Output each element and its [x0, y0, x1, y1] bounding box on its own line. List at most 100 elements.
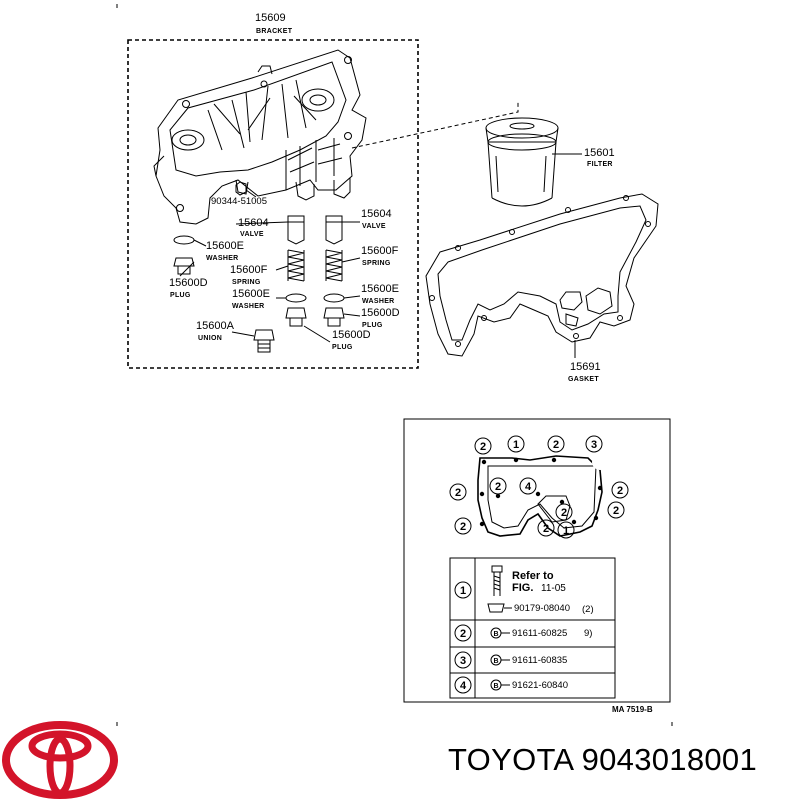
nut-icon [487, 603, 512, 613]
washer-top-number: 15600E [206, 240, 244, 252]
fig-text: FIG. [512, 582, 533, 594]
legend-row-3: 3 B 91611-60835 [454, 651, 567, 669]
callout-circle: 2 [611, 481, 629, 499]
legend-row-2: 2 B 91611-60825 9) [454, 624, 592, 642]
spring-right-number: 15600F [361, 245, 399, 257]
callout-circle: 2 [547, 435, 565, 453]
brand-part-number: TOYOTA 9043018001 [448, 742, 757, 777]
callout-circle: 2 [449, 483, 467, 501]
callout-circle: 2 [474, 437, 492, 455]
legend-row-1: 1 Refer to FIG. 11-05 90179-08040 (2) [454, 565, 594, 615]
bracket-drawing [153, 49, 367, 225]
svg-text:2: 2 [495, 481, 501, 493]
spring-right-drawing [325, 249, 343, 282]
callout-circle: 2 [489, 477, 507, 495]
svg-text:2: 2 [460, 628, 466, 640]
svg-text:4: 4 [525, 481, 532, 493]
corner-marks [116, 4, 673, 726]
spring-left-drawing [287, 249, 305, 282]
bolt-drawing [235, 181, 257, 198]
plug-right-drawing [323, 307, 345, 327]
part-number-3: 91611-60835 [512, 655, 567, 666]
legend-box [403, 418, 671, 703]
plug-center-drawing [285, 307, 307, 327]
washer-left-label: WASHER [232, 303, 265, 310]
bolt-icon [491, 565, 503, 596]
svg-text:2: 2 [617, 485, 623, 497]
plug-right-number: 15600D [361, 307, 400, 319]
plug-left-number: 15600D [169, 277, 208, 289]
spring-right-label: SPRING [362, 260, 391, 267]
svg-text:B: B [493, 683, 498, 690]
valve-right-number: 15604 [361, 208, 392, 220]
qty-2: 9) [584, 628, 592, 639]
washer-left-number: 15600E [232, 288, 270, 300]
washer-right-label: WASHER [362, 298, 395, 305]
svg-text:1: 1 [563, 525, 569, 537]
legend-callouts: 2 1 2 3 2 2 4 2 2 2 2 2 1 [449, 435, 629, 539]
valve-right-drawing [325, 215, 343, 245]
callout-circle: 2 [537, 519, 555, 537]
refer-to-text: Refer to [512, 570, 554, 582]
svg-text:B: B [493, 631, 498, 638]
callout-circle: 2 [454, 517, 472, 535]
callout-circle: 4 [519, 477, 537, 495]
toyota-logo [2, 721, 118, 799]
plug-right-label: PLUG [362, 322, 383, 329]
bolt-number: 90344-51005 [211, 196, 267, 207]
svg-text:2: 2 [553, 439, 559, 451]
plug-left-drawing [173, 257, 195, 275]
svg-text:3: 3 [460, 655, 466, 667]
spring-left-label: SPRING [232, 279, 261, 286]
svg-text:1: 1 [513, 439, 519, 451]
plug-left-label: PLUG [170, 292, 191, 299]
washer-top-label: WASHER [206, 255, 239, 262]
spring-left-number: 15600F [230, 264, 268, 276]
legend-gasket-outline [477, 455, 603, 537]
bracket-frame [127, 39, 419, 369]
callout-circle: 2 [555, 503, 573, 521]
filter-number: 15601 [584, 147, 615, 159]
part-number-4: 91621-60840 [512, 680, 568, 691]
valve-left-number: 15604 [238, 217, 269, 229]
part-number-2: 91611-60825 [512, 628, 567, 639]
union-drawing [253, 329, 275, 353]
fig-number: 11-05 [541, 583, 566, 594]
washer-right-number: 15600E [361, 283, 399, 295]
washer-left-drawing [285, 293, 307, 303]
svg-text:2: 2 [561, 507, 567, 519]
diagram-code: MA 7519-B [612, 705, 653, 714]
bracket-number: 15609 [255, 12, 286, 24]
gasket-drawing [425, 193, 659, 358]
svg-text:3: 3 [591, 439, 597, 451]
plug-bottom-number: 15600D [332, 329, 371, 341]
leader-lines [179, 221, 361, 343]
svg-text:1: 1 [460, 585, 466, 597]
callout-circle: 1 [557, 521, 575, 539]
svg-text:B: B [493, 658, 498, 665]
valve-left-label: VALVE [240, 231, 264, 238]
bracket-label: BRACKET [256, 28, 293, 35]
part-number-1: 90179-08040 [514, 603, 570, 614]
callout-circle [592, 454, 608, 470]
legend-table: 1 Refer to FIG. 11-05 90179-08040 (2) 2 [449, 557, 616, 699]
svg-text:2: 2 [460, 521, 466, 533]
callout-circle: 3 [585, 435, 603, 453]
valve-left-drawing [287, 215, 305, 245]
svg-text:2: 2 [543, 523, 549, 535]
callout-circle: 2 [607, 501, 625, 519]
filter-drawing [351, 100, 582, 207]
union-label: UNION [198, 335, 222, 342]
svg-text:2: 2 [613, 505, 619, 517]
svg-text:2: 2 [480, 441, 486, 453]
washer-right-drawing [323, 293, 345, 303]
plug-bottom-label: PLUG [332, 344, 353, 351]
union-number: 15600A [196, 320, 235, 332]
qty-1: (2) [582, 604, 594, 615]
gasket-label: GASKET [568, 376, 599, 383]
legend-row-4: 4 B 91621-60840 [454, 676, 568, 694]
valve-right-label: VALVE [362, 223, 386, 230]
svg-text:2: 2 [455, 487, 461, 499]
svg-text:4: 4 [460, 680, 467, 692]
